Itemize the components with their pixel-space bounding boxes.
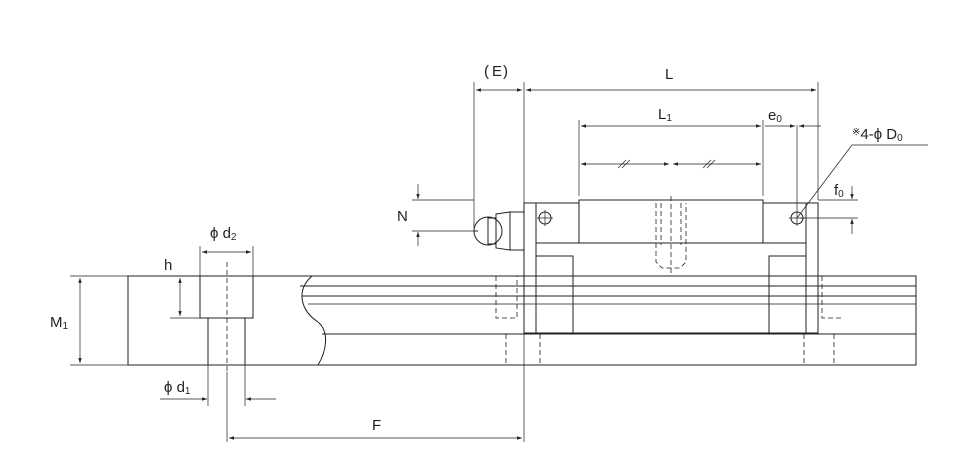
label-f0: f0 [834, 182, 844, 200]
hidden-hole-left [495, 276, 541, 365]
dimension-L: L [526, 66, 816, 92]
rail [127, 275, 917, 366]
dimension-e0: e0 [765, 107, 821, 128]
label-L1: L1 [658, 106, 672, 124]
hidden-hole-right [803, 276, 843, 365]
label-F: F [372, 417, 381, 434]
dimension-E: ( E ) [476, 63, 522, 92]
dimension-L1: L1 [581, 106, 761, 128]
dimension-f0: f0 [800, 182, 858, 234]
dimension-hole-pitch [581, 159, 761, 169]
label-L: L [665, 66, 673, 83]
extension-lines [226, 82, 819, 442]
dimension-M1: M1 [50, 275, 128, 366]
dimension-N: N [397, 184, 474, 246]
label-M1: M1 [50, 314, 69, 332]
label-N: N [397, 208, 408, 225]
label-d2: ϕ d2 [210, 225, 237, 243]
label-D0: ※4-ϕ D0 [852, 126, 903, 144]
dimension-d2: ϕ d2 [199, 225, 254, 276]
rail-mounting-hole [199, 262, 254, 372]
dimension-d1: ϕ d1 [160, 365, 276, 406]
label-E: E [492, 63, 502, 80]
grease-nipple [473, 211, 525, 251]
label-h: h [164, 257, 172, 274]
carriage-block [523, 196, 819, 334]
label-e0: e0 [768, 107, 782, 125]
label-E-open: ( [484, 63, 489, 80]
dimension-F: F [229, 417, 522, 440]
label-d1: ϕ d1 [164, 379, 191, 397]
label-E-close: ) [503, 63, 508, 80]
dimension-h: h [164, 257, 200, 319]
dimension-D0: ※4-ϕ D0 [796, 126, 928, 219]
